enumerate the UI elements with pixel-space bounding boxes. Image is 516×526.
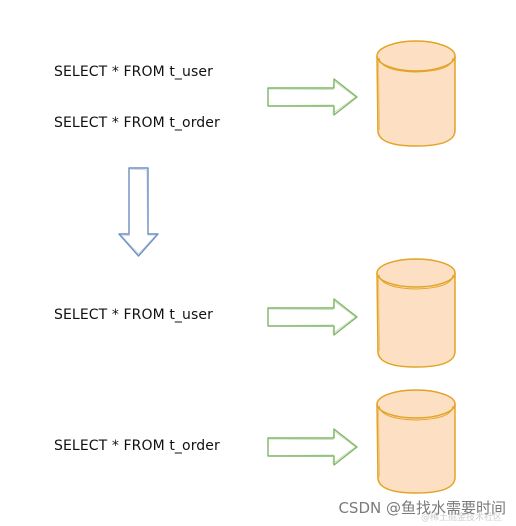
watermark-sub: @稀土掘金技术社区 [420,513,502,523]
arrow-down [118,167,159,257]
watermark-main: CSDN @鱼找水需要时间 [338,499,506,517]
sql-query-order-bottom: SELECT * FROM t_order [54,438,220,454]
sql-query-user-top: SELECT * FROM t_user [54,64,213,80]
database-cylinder-middle [376,258,456,368]
database-cylinder-bottom [376,389,456,494]
arrow-right-middle [267,298,358,336]
arrow-right-top [267,78,358,116]
arrow-right-bottom [267,428,358,466]
sql-query-order-top: SELECT * FROM t_order [54,115,220,131]
database-cylinder-top [376,40,456,147]
sql-query-user-bottom: SELECT * FROM t_user [54,307,213,323]
